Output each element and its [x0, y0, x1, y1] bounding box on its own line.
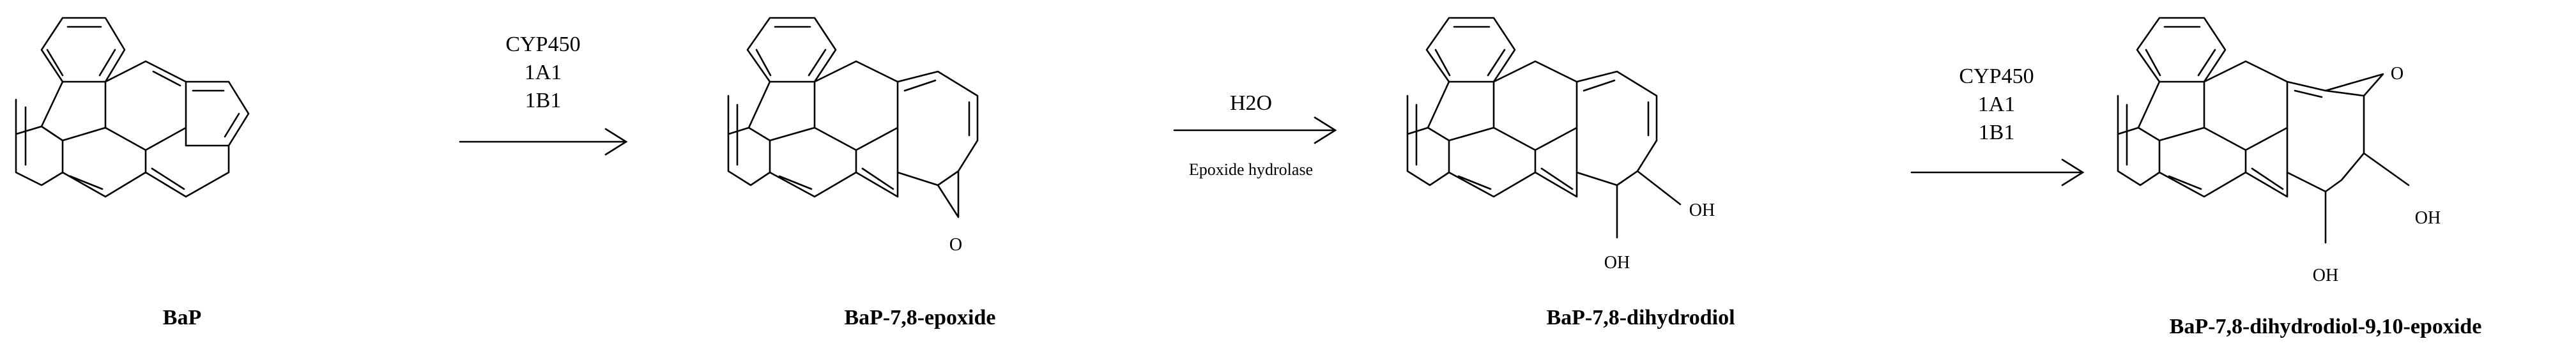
double-bonds: [736, 26, 970, 190]
ring-bonds: [727, 17, 979, 218]
compound-name-epoxide: BaP-7,8-epoxide: [844, 306, 995, 329]
epoxide-oxygen-label: O: [949, 235, 962, 255]
double-bonds: [1415, 26, 1650, 190]
step3-reagent-line3: 1B1: [1979, 121, 2015, 144]
hydroxyl-label-2: OH: [1604, 253, 1630, 273]
structure-diol-epoxide: [2117, 17, 2410, 244]
compound-name-bap: BaP: [163, 306, 201, 329]
reaction-arrow-step1: [459, 128, 628, 156]
reaction-arrow-step2: [1173, 116, 1337, 144]
hydroxyl-label-2: OH: [2313, 266, 2338, 285]
step1-reagent-line1: CYP450: [505, 33, 580, 56]
double-bonds: [2126, 26, 2323, 190]
step2-reagent: H2O: [1230, 91, 1272, 115]
ring-bonds: [15, 17, 250, 198]
step3-reagent-line2: 1A1: [1978, 93, 2016, 116]
step1-reagent-line2: 1A1: [525, 61, 562, 84]
compound-name-dihydrodiol: BaP-7,8-dihydrodiol: [1546, 306, 1735, 329]
step2-enzyme: Epoxide hydrolase: [1189, 160, 1313, 179]
double-bonds: [24, 26, 240, 190]
compound-name-diol-epoxide: BaP-7,8-dihydrodiol-9,10-epoxide: [2170, 315, 2482, 338]
structure-epoxide: [727, 17, 979, 218]
ring-bonds: [1406, 17, 1682, 239]
epoxide-oxygen-label: O: [2391, 64, 2404, 84]
structure-bap: [15, 17, 250, 198]
step3-reagent-line1: CYP450: [1959, 64, 2034, 88]
structure-dihydrodiol: [1406, 17, 1682, 239]
step1-reagent-line3: 1B1: [525, 89, 562, 112]
hydroxyl-label-1: OH: [2415, 208, 2441, 228]
hydroxyl-label-1: OH: [1689, 200, 1715, 220]
reaction-arrow-step3: [1910, 158, 2085, 186]
ring-bonds: [2117, 17, 2410, 244]
